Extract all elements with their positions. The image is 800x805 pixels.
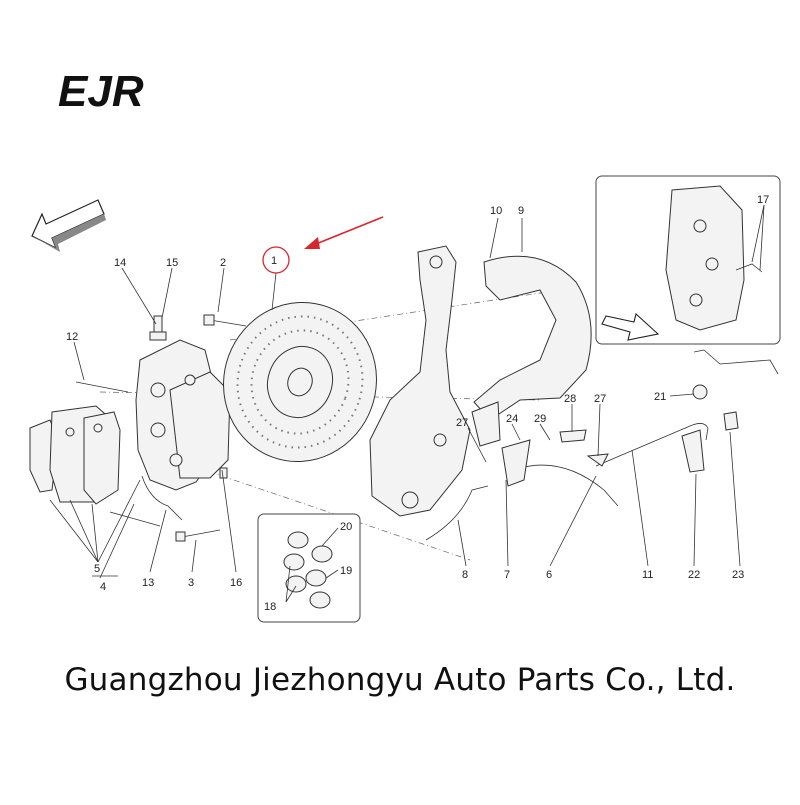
part-label-6: 6	[546, 569, 552, 581]
part-label-4: 4	[100, 581, 106, 593]
part-label-20: 20	[340, 521, 352, 533]
part-label-28: 28	[564, 393, 576, 405]
part-label-1: 1	[271, 255, 277, 267]
bolts	[75, 314, 247, 542]
part-label-15: 15	[166, 257, 178, 269]
brake-pads	[29, 405, 121, 505]
part-label-29: 29	[534, 413, 546, 425]
caliper-detail-inset	[595, 175, 781, 345]
part-label-17: 17	[757, 194, 769, 206]
logo-text: EJR	[58, 67, 144, 116]
part-label-8: 8	[462, 569, 468, 581]
leader-lines	[49, 217, 741, 603]
direction-arrow-icon	[31, 199, 106, 252]
part-label-10: 10	[490, 205, 502, 217]
part-label-18: 18	[264, 601, 276, 613]
part-label-24: 24	[506, 413, 518, 425]
part-label-13: 13	[142, 577, 154, 589]
part-label-23: 23	[732, 569, 744, 581]
ejr-logo: EJR	[58, 67, 144, 116]
part-label-7: 7	[504, 569, 510, 581]
part-label-12: 12	[66, 331, 78, 343]
part-label-11: 11	[642, 569, 653, 581]
part-label-2: 2	[220, 257, 226, 269]
part-label-9: 9	[518, 205, 524, 217]
part-label-14: 14	[114, 257, 126, 269]
highlight-arrow-icon	[304, 216, 384, 249]
brake-disc	[223, 301, 377, 463]
part-label-19: 19	[340, 565, 352, 577]
steering-knuckle	[369, 245, 471, 517]
part-label-27-left: 27	[456, 417, 468, 429]
part-labels: 1 2 3 4 5 6 7 8 9 10 11 12 13 14 15 16 1…	[66, 194, 769, 613]
company-name: Guangzhou Jiezhongyu Auto Parts Co., Ltd…	[64, 662, 736, 698]
part-label-21: 21	[654, 391, 666, 403]
part-label-16: 16	[230, 577, 242, 589]
brake-caliper	[135, 339, 231, 491]
dust-shield	[471, 255, 592, 447]
part-label-22: 22	[688, 569, 700, 581]
part-label-27-right: 27	[594, 393, 606, 405]
inset-direction-arrow-icon	[601, 312, 660, 341]
part-label-3: 3	[188, 577, 194, 589]
brake-lines	[425, 349, 779, 541]
part-label-5: 5	[94, 563, 100, 575]
